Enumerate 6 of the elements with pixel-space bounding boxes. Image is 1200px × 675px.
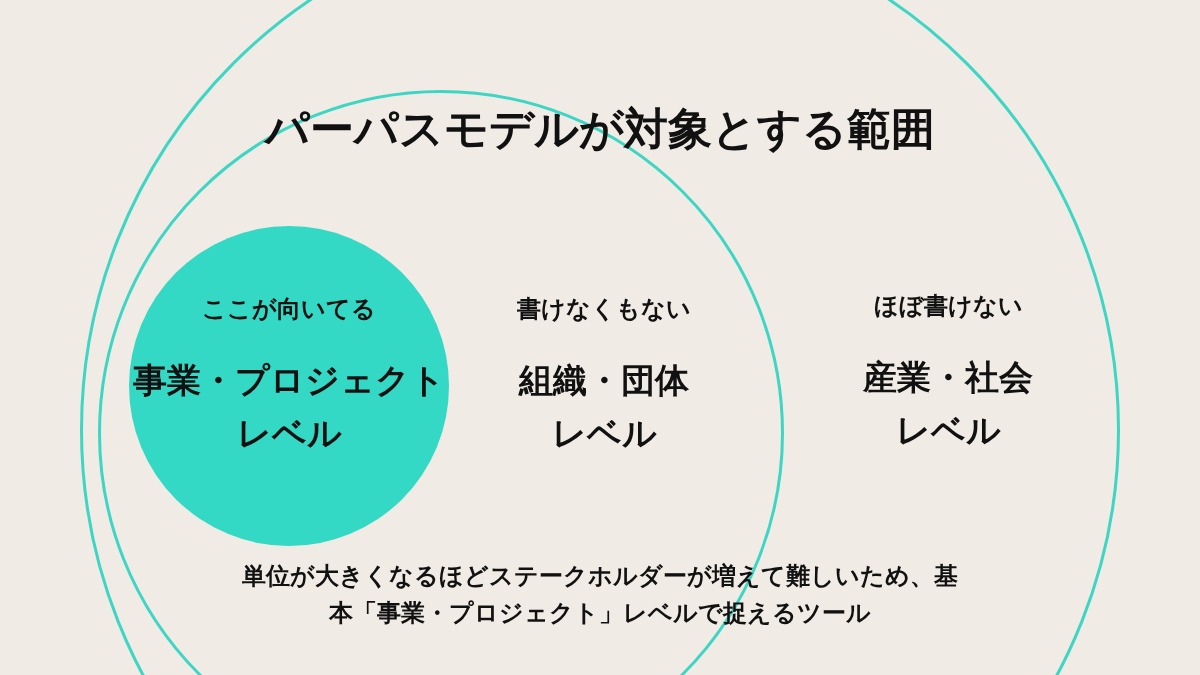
fit-label: ここが向いてる bbox=[202, 294, 376, 325]
fit-label: 書けなくもない bbox=[517, 294, 691, 325]
level-label: 産業・社会レベル bbox=[862, 356, 1034, 452]
fit-label: ほぼ書けない bbox=[873, 291, 1023, 322]
level-label: 組織・団体レベル bbox=[517, 359, 690, 455]
level-label: 事業・プロジェクトレベル bbox=[133, 359, 445, 455]
